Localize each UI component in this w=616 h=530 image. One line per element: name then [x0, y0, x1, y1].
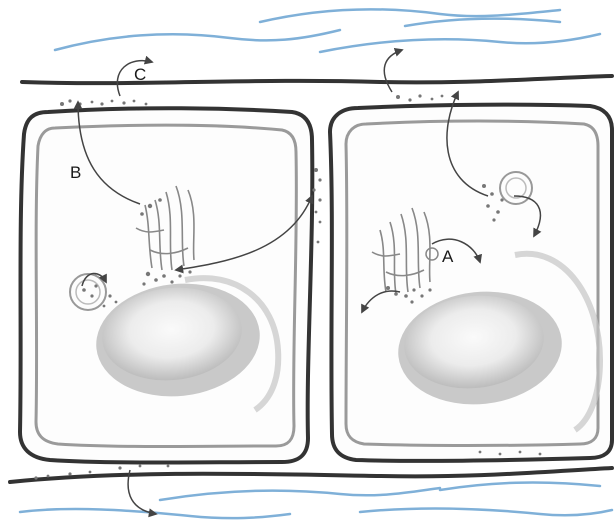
outer-wall-bottom [10, 468, 612, 482]
label-a: A [442, 247, 454, 266]
label-b: B [70, 163, 81, 182]
right-cell [330, 105, 612, 461]
arrow-right-top-exit [384, 50, 402, 92]
label-c: C [134, 65, 146, 84]
extracellular-fluid-top [55, 9, 600, 52]
left-cell [20, 108, 312, 462]
outer-wall-top [22, 76, 612, 83]
right-cell-membrane [330, 105, 612, 461]
extracellular-fluid-bottom [20, 483, 612, 519]
